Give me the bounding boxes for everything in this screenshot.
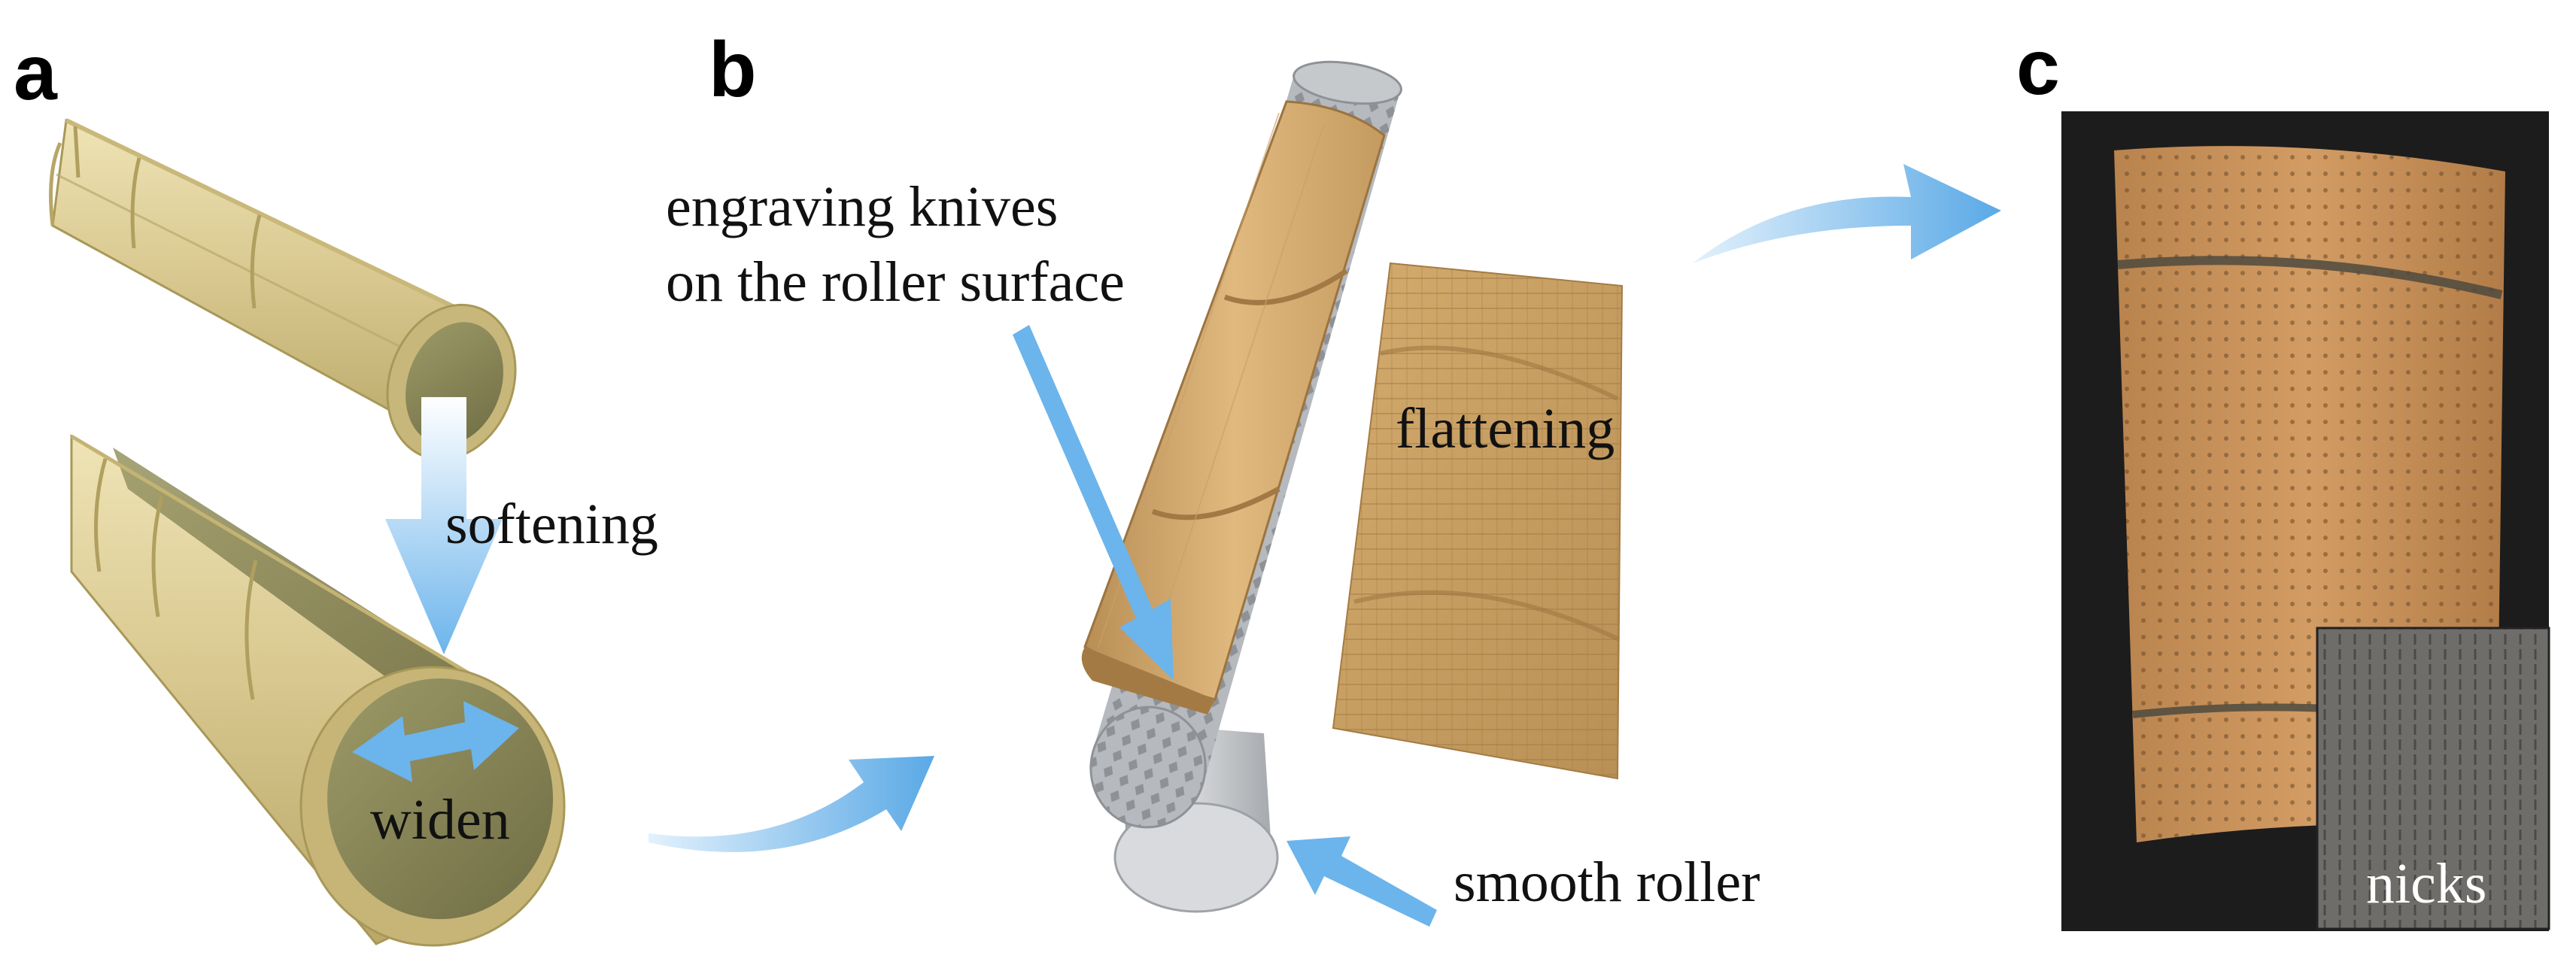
- widen-arrow: [352, 701, 519, 782]
- knives-label-line2: on the roller surface: [666, 250, 1125, 314]
- curved-arrow-b-to-c: [1693, 164, 2001, 263]
- bamboo-strip: [1081, 100, 1386, 715]
- softening-label: softening: [445, 493, 658, 556]
- bamboo-tube-closed: [49, 118, 517, 461]
- nicks-label: nicks: [2366, 852, 2486, 915]
- nicks-inset: nicks: [2316, 627, 2550, 930]
- knives-pointer-arrow: [1013, 325, 1174, 681]
- panel-letter-a: a: [14, 29, 58, 117]
- knives-label-line1: engraving knives: [666, 175, 1058, 238]
- flattening-label: flattening: [1396, 397, 1615, 460]
- widen-label: widen: [370, 788, 510, 851]
- panel-a: a softening widen: [14, 29, 934, 947]
- softening-arrow: [385, 397, 503, 654]
- bamboo-sheet-photo: nicks: [2061, 111, 2550, 931]
- panel-letter-c: c: [2016, 24, 2060, 111]
- panel-c: c nicks: [2016, 24, 2550, 931]
- smooth-roller-label: smooth roller: [1454, 851, 1760, 914]
- panel-b: b: [666, 26, 2001, 927]
- panel-letter-b: b: [709, 26, 757, 114]
- curved-arrow-a-to-b: [649, 756, 934, 852]
- flattened-bamboo-sheet: [1332, 262, 1624, 780]
- bamboo-tube-opened: [70, 434, 566, 947]
- smooth-roller-pointer-arrow: [1286, 836, 1437, 927]
